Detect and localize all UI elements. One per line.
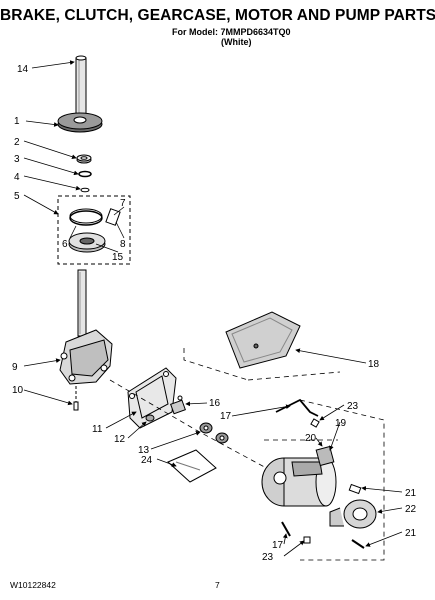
callout-7: 7	[120, 198, 126, 209]
page-title: BRAKE, CLUTCH, GEARCASE, MOTOR AND PUMP …	[0, 7, 435, 24]
callout-17-upper: 17	[220, 411, 232, 422]
callout-11: 11	[92, 424, 103, 435]
callouts: 14 1 2 3 4 5 7 6 8 15 9 10 11 12 13 24 1…	[12, 64, 417, 563]
part-20-capacitor	[315, 445, 335, 467]
callout-9: 9	[12, 362, 18, 373]
part-9-gearcase	[59, 269, 113, 385]
part-12-bushing	[145, 414, 155, 422]
part-10-screw	[73, 386, 79, 411]
callout-3: 3	[14, 154, 20, 165]
part-4-washer	[80, 187, 90, 193]
callout-8: 8	[120, 239, 126, 250]
part-17-bracket	[281, 521, 311, 544]
part-18-motor-shield	[225, 311, 301, 369]
part-13-coupler	[199, 422, 229, 444]
part-11-gearcase-cover	[127, 367, 177, 429]
page-number: 7	[215, 580, 220, 590]
callout-22: 22	[405, 504, 417, 515]
callout-5: 5	[14, 191, 20, 202]
part-21-clip	[348, 483, 365, 549]
leader-lines	[23, 60, 403, 557]
part-22-pump	[329, 499, 377, 529]
callout-20: 20	[305, 433, 317, 444]
callout-10: 10	[12, 385, 24, 396]
part-3-ring	[78, 170, 92, 178]
callout-16: 16	[209, 398, 221, 409]
part-23-screw	[310, 418, 320, 428]
part-1-brake-hub	[57, 112, 103, 133]
callout-14: 14	[17, 64, 29, 75]
document-code: W10122842	[10, 580, 56, 590]
callout-2: 2	[14, 137, 20, 148]
callout-23-upper: 23	[347, 401, 359, 412]
model-color: (White)	[221, 37, 252, 47]
part-19-motor	[261, 457, 337, 507]
callout-1: 1	[14, 116, 20, 127]
callout-4: 4	[14, 172, 20, 183]
callout-21-upper: 21	[405, 488, 417, 499]
model-number: For Model: 7MMPD6634TQ0	[172, 27, 291, 37]
callout-17-lower: 17	[272, 540, 284, 551]
callout-23-lower: 23	[262, 552, 274, 563]
callout-13: 13	[138, 445, 150, 456]
callout-18: 18	[368, 359, 380, 370]
part-24-shield	[167, 449, 217, 483]
callout-19: 19	[335, 418, 347, 429]
callout-12: 12	[114, 434, 126, 445]
callout-21-lower: 21	[405, 528, 417, 539]
callout-15: 15	[112, 252, 124, 263]
part-2-bearing	[76, 154, 92, 164]
callout-24: 24	[141, 455, 153, 466]
part-5-clutch-assembly	[57, 195, 131, 265]
callout-6: 6	[62, 239, 68, 250]
part-16-coupling	[170, 395, 186, 415]
